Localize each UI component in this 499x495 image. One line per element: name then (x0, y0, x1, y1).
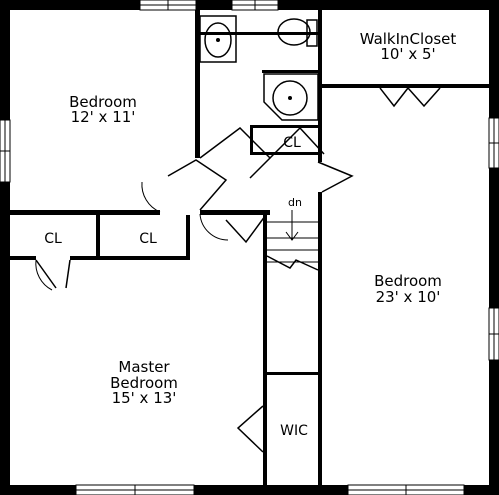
room-name-walkin-closet: WalkInCloset (360, 30, 457, 48)
sink-fixture (199, 15, 237, 63)
stairs-label: dn (288, 196, 302, 209)
window-north-2 (231, 0, 279, 11)
window-north-1 (139, 0, 197, 11)
west-wall (0, 0, 10, 495)
shower-fixture (263, 73, 319, 121)
walkin-closet-doors (379, 87, 441, 108)
window-east-2 (488, 307, 499, 361)
window-east-1 (488, 117, 499, 169)
label-closet-bath: CL (283, 135, 301, 151)
stairs (266, 210, 319, 271)
window-south-1 (75, 484, 195, 495)
room-name-bedroom-nw: Bedroom (69, 93, 137, 111)
east-wall (489, 0, 499, 495)
room-size-walkin-closet: 10' x 5' (380, 45, 435, 63)
south-wall (0, 485, 499, 495)
wic-door (236, 405, 264, 453)
window-south-2 (347, 484, 465, 495)
interior-walls (10, 10, 489, 485)
label-closet-mid: CL (139, 231, 157, 247)
room-size-bedroom-e: 23' x 10' (376, 288, 441, 306)
window-west (0, 119, 11, 183)
room-name-bedroom-e: Bedroom (374, 272, 442, 290)
room-size-master: 15' x 13' (112, 389, 177, 407)
room-name-master-line2: Bedroom (110, 374, 178, 392)
label-wic: WIC (280, 423, 308, 439)
toilet-fixture (277, 18, 318, 47)
room-name-master-line1: Master (118, 358, 170, 376)
room-size-bedroom-nw: 12' x 11' (71, 108, 136, 126)
hall-doors (35, 126, 354, 291)
label-closet-left: CL (44, 231, 62, 247)
